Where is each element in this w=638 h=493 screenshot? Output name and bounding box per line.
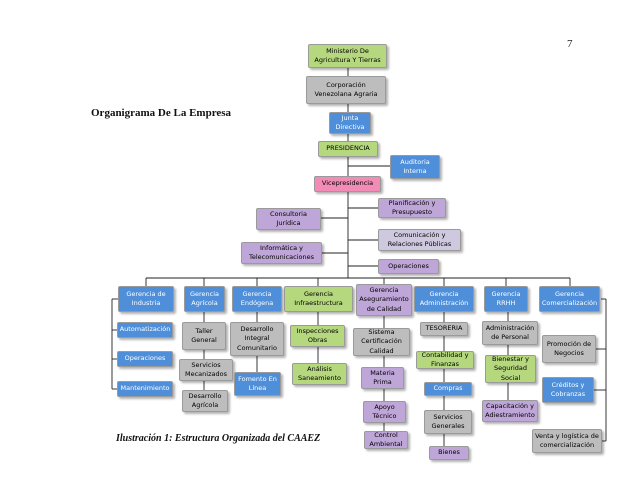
node-fomento-en-linea: Fomento En Línea [234,372,281,396]
node-control-ambiental: Control Ambiental [364,431,408,449]
node-gerencia-rrhh: Gerencia RRHH [484,286,528,312]
node-materia-prima: Materia Prima [361,367,404,389]
node-gerencia-industria: Gerencia de Industria [118,286,174,312]
node-comunicacion-relaciones: Comunicación y Relaciones Públicas [378,229,461,251]
node-automatizacion: Automatización [117,322,173,338]
node-tesoreria: TESORERIA [420,322,468,336]
node-desarrollo-agricola: Desarrollo Agrícola [182,390,228,412]
node-gerencia-agricola: Gerencia Agrícola [184,286,225,312]
node-capacitacion-adiestramiento: Capacitación y Adiestramiento [482,400,538,422]
node-venta-logistica: Venta y logística de comercialización [532,429,602,453]
node-contabilidad-finanzas: Contabilidad y Finanzas [416,351,474,369]
node-informatica-telecom: Informática y Telecomunicaciones [241,242,322,264]
node-operaciones-staff: Operaciones [378,259,439,274]
node-gerencia-endogena: Gerencia Endógena [232,286,282,312]
node-gerencia-calidad: Gerencia Aseguramiento de Calidad [356,284,412,316]
figure-caption: Ilustración 1: Estructura Organizada del… [116,433,321,444]
node-bienestar-seguridad: Bienestar y Seguridad Social [485,355,536,383]
node-taller-general: Taller General [182,322,226,350]
node-administracion-personal: Administración de Personal [482,321,538,345]
node-compras: Compras [424,382,472,396]
node-operaciones-industria: Operaciones [117,351,173,367]
node-creditos-cobranzas: Créditos y Cobranzas [542,377,594,403]
node-inspecciones-obras: Inspecciones Obras [290,325,345,347]
node-sistema-certificacion: Sistema Certificación Calidad [353,328,410,356]
node-servicios-generales: Servicios Generales [424,410,472,434]
node-presidencia: PRESIDENCIA [318,141,378,157]
node-auditoria-interna: Auditoria Interna [390,155,440,179]
node-planificacion-presupuesto: Planificación y Presupuesto [378,198,446,218]
node-bienes: Bienes [429,446,469,460]
node-promocion-negocios: Promoción de Negocios [542,335,596,363]
page-heading: Organigrama De La Empresa [91,107,232,119]
node-vicepresidencia: Vicepresidencia [314,176,381,192]
node-consultoria-juridica: Consultoria Jurídica [256,208,321,230]
page-number: 7 [567,38,573,50]
node-ministerio: Ministerio De Agricultura Y Tierras [308,44,387,68]
node-gerencia-administracion: Gerencia Administración [414,286,474,312]
node-junta-directiva: Junta Directiva [329,112,371,134]
node-corporacion: Corporación Venezolana Agraria [306,76,386,104]
node-gerencia-infraestructura: Gerencia Infraestructura [284,286,353,312]
node-gerencia-comercializacion: Gerencia Comercialización [539,286,600,312]
node-servicios-mecanizados: Servicios Mecanizados [179,359,233,381]
node-analisis-saneamiento: Análisis Saneamiento [292,363,347,385]
node-desarrollo-integral: Desarrollo Integral Comunitario [230,322,284,356]
node-mantenimiento: Mantenimiento [117,381,173,397]
node-apoyo-tecnico: Apoyo Técnico [363,401,406,423]
